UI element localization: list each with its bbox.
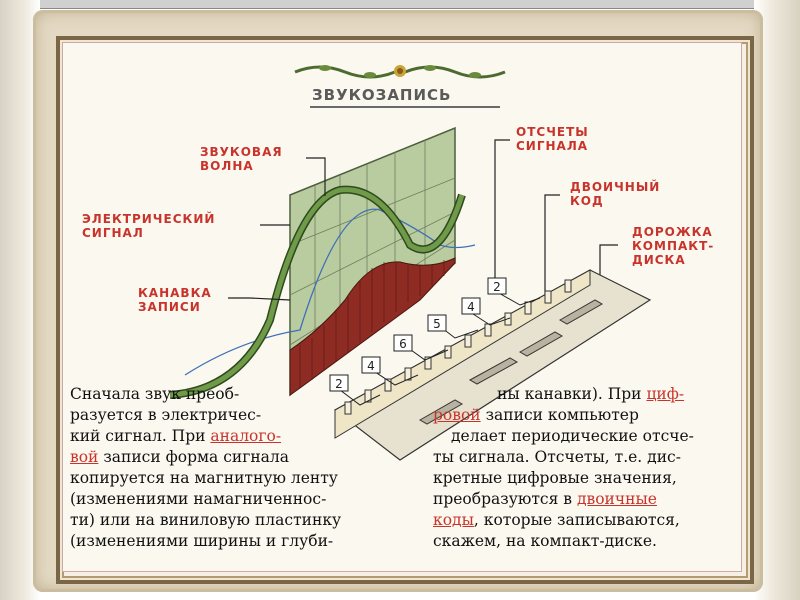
binary-codes-term-end: коды [433, 511, 474, 529]
left-paragraph: Сначала звук преоб- разуется в электриче… [70, 384, 341, 552]
right-line-1a: ны канавки). При [433, 385, 646, 403]
analog-term-end: вой [70, 448, 98, 466]
left-line-4b: записи форма сигнала [98, 448, 289, 466]
sample-digit-4: 6 [399, 337, 407, 351]
left-line-1: Сначала звук преоб- [70, 385, 239, 403]
right-line-7b: , которые записываются, [474, 511, 680, 529]
label-groove: КАНАВКА ЗАПИСИ [138, 286, 212, 314]
sample-digit-3: 5 [433, 317, 441, 331]
right-line-8: скажем, на компакт-диске. [433, 532, 657, 550]
left-line-5: копируется на магнитную ленту [70, 469, 338, 487]
left-line-7: ти) или на виниловую пластинку [70, 511, 341, 529]
right-line-3: делает периодические отсче- [433, 427, 694, 445]
right-paragraph: ны канавки). При циф- ровой записи компь… [433, 384, 694, 552]
digital-term: циф- [646, 385, 684, 403]
binary-codes-term: двоичные [577, 490, 657, 508]
sample-digit-2: 4 [367, 359, 375, 373]
left-line-6: (изменениями намагниченнос- [70, 490, 326, 508]
right-line-5: кретные цифровые значения, [433, 469, 677, 487]
label-binary-code: ДВОИЧНЫЙ КОД [570, 180, 660, 208]
sample-digit-6: 2 [493, 280, 501, 294]
right-line-4: ты сигнала. Отсчеты, т.е. дис- [433, 448, 681, 466]
right-line-6a: преобразуются в [433, 490, 577, 508]
right-line-2b: записи компьютер [481, 406, 639, 424]
analog-term: аналого- [210, 427, 281, 445]
digital-term-end: ровой [433, 406, 481, 424]
label-cd-track: ДОРОЖКА КОМПАКТ- ДИСКА [632, 225, 714, 267]
label-electric-signal: ЭЛЕКТРИЧЕСКИЙ СИГНАЛ [82, 212, 215, 240]
left-line-8: (изменениями ширины и глуби- [70, 532, 333, 550]
label-sound-wave: ЗВУКОВАЯ ВОЛНА [200, 145, 283, 173]
left-line-2: разуется в электричес- [70, 406, 261, 424]
sample-digit-5: 4 [467, 300, 475, 314]
label-samples: ОТСЧЕТЫ СИГНАЛА [516, 125, 589, 153]
left-line-3a: кий сигнал. При [70, 427, 210, 445]
